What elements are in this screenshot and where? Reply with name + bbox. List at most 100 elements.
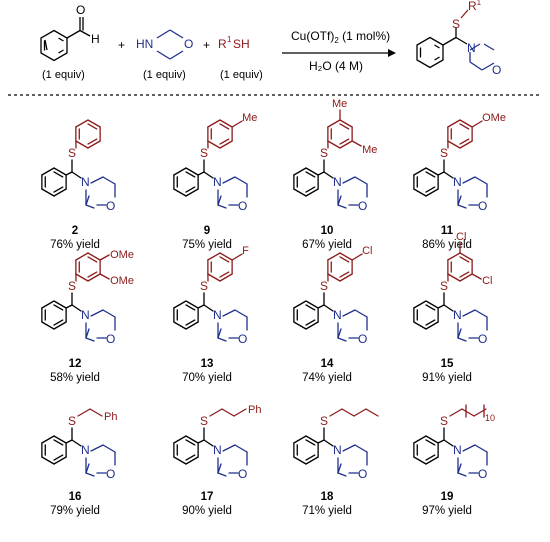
morpholine-ring	[217, 309, 248, 342]
para-substituent: Me	[242, 112, 257, 124]
compound-number: 12	[69, 358, 82, 370]
compound-yield: 71% yield	[302, 505, 352, 517]
product-r: R1	[468, 0, 482, 13]
phenyl-ring	[293, 300, 319, 330]
oxygen-atom: O	[478, 332, 487, 346]
sulfur-atom: S	[320, 414, 328, 428]
oxygen-atom: O	[106, 332, 115, 346]
morpholine-nh: HN	[136, 37, 153, 51]
compound-number: 13	[201, 358, 214, 370]
nitrogen-atom: N	[333, 175, 342, 189]
reaction-labels: O H (1 equiv) + HN O (1 equiv) + R 1 SH …	[42, 0, 501, 81]
compound-yield: 58% yield	[50, 372, 100, 384]
arylthio-ring	[207, 119, 233, 149]
phenyl-ring	[41, 167, 67, 197]
morpholine-ring	[337, 444, 368, 477]
nitrogen-atom: N	[453, 175, 462, 189]
oxygen-atom: O	[238, 199, 247, 213]
sulfur-atom: S	[440, 279, 448, 293]
meta-substituent-top: Cl	[456, 231, 466, 243]
arylthio-ring	[207, 252, 233, 282]
sulfur-atom: S	[440, 146, 448, 160]
aldehyde-hydrogen: H	[91, 32, 100, 46]
nitrogen-atom: N	[333, 443, 342, 457]
benzaldehyde-structure	[40, 17, 91, 62]
meta-substituent: OMe	[110, 275, 134, 287]
meta-substituent-top: Me	[332, 98, 347, 110]
catalyst-label: Cu(OTf)2 (1 mol%)	[291, 29, 390, 45]
phenyl-ring	[413, 167, 439, 197]
compound-yield: 75% yield	[182, 239, 232, 251]
compound-number: 9	[204, 225, 210, 237]
thiol-sh: SH	[233, 37, 250, 51]
oxygen-atom: O	[478, 467, 487, 481]
nitrogen-atom: N	[81, 443, 90, 457]
compound-yield: 76% yield	[50, 239, 100, 251]
compound-yield: 70% yield	[182, 372, 232, 384]
aldehyde-oxygen: O	[76, 3, 85, 17]
morpholine-ring	[457, 176, 488, 209]
product-nitrogen: N	[467, 41, 476, 55]
phenyl-ring	[293, 435, 319, 465]
nitrogen-atom: N	[213, 308, 222, 322]
nitrogen-atom: N	[453, 443, 462, 457]
amine-equiv: (1 equiv)	[143, 69, 186, 81]
compound-yield: 97% yield	[422, 505, 472, 517]
phenyl-ring	[413, 300, 439, 330]
phenyl-substituent: Ph	[104, 411, 117, 423]
morpholine-ring	[457, 444, 488, 477]
phenyl-ring	[173, 435, 199, 465]
morpholine-ring	[457, 309, 488, 342]
morpholine-ring	[337, 176, 368, 209]
nitrogen-atom: N	[81, 308, 90, 322]
oxygen-atom: O	[358, 332, 367, 346]
meta-substituent-bottom: Cl	[482, 275, 492, 287]
oxygen-atom: O	[106, 467, 115, 481]
sulfur-atom: S	[320, 279, 328, 293]
compound-number: 2	[72, 225, 78, 237]
plus-sign-2: +	[203, 38, 210, 52]
solvent-label: H₂O (4 M)	[309, 59, 363, 73]
chain-repeat-count: 10	[485, 413, 495, 423]
nitrogen-atom: N	[333, 308, 342, 322]
arylthio-ring	[75, 252, 101, 282]
compound-yield: 90% yield	[182, 505, 232, 517]
morpholine-oxygen: O	[184, 37, 193, 51]
phenyl-substituent: Ph	[248, 404, 261, 416]
sulfur-atom: S	[68, 414, 76, 428]
arylthio-ring	[447, 252, 473, 282]
sulfur-atom: S	[200, 146, 208, 160]
oxygen-atom: O	[106, 199, 115, 213]
compound-number: 10	[321, 225, 334, 237]
arylthio-ring	[327, 119, 353, 149]
oxygen-atom: O	[238, 332, 247, 346]
morpholine-ring	[85, 309, 116, 342]
compound-number: 19	[441, 491, 454, 503]
plus-sign-1: +	[118, 38, 125, 52]
product-sulfur: S	[452, 17, 460, 31]
product-oxygen: O	[492, 63, 501, 77]
oxygen-atom: O	[238, 467, 247, 481]
product-structure	[416, 9, 495, 71]
phenyl-ring	[173, 167, 199, 197]
sulfur-atom: S	[68, 279, 76, 293]
phenyl-ring	[293, 167, 319, 197]
para-substituent: Cl	[362, 245, 372, 257]
thiol-superscript: 1	[227, 35, 232, 44]
morpholine-ring	[85, 176, 116, 209]
compound-number: 17	[201, 491, 214, 503]
compound-yield: 79% yield	[50, 505, 100, 517]
reaction-equation	[40, 9, 495, 71]
sulfur-atom: S	[68, 146, 76, 160]
phenyl-ring	[173, 300, 199, 330]
compound-number: 14	[321, 358, 334, 370]
morpholine-structure	[156, 29, 184, 60]
